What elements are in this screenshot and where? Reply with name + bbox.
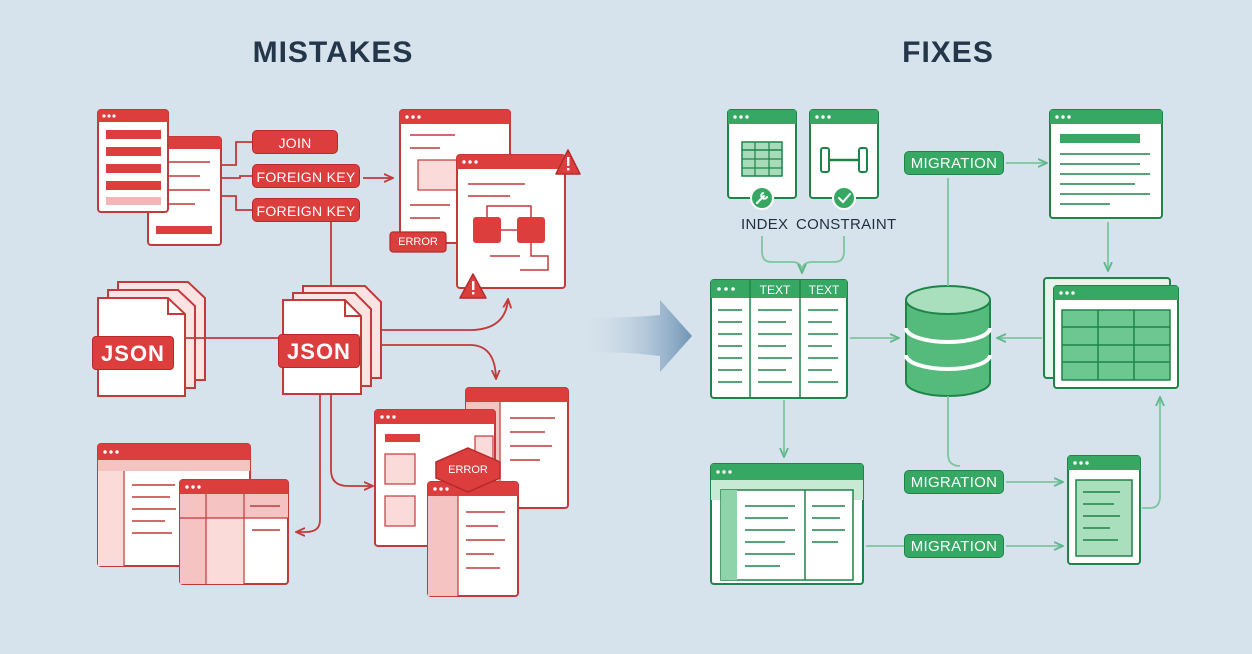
mistake-json-connectors — [185, 300, 508, 532]
barbell-icon — [820, 147, 868, 173]
warning-icon — [555, 149, 581, 175]
check-icon — [832, 186, 856, 210]
join-tag: JOIN — [252, 130, 338, 154]
fixes-title: FIXES — [902, 36, 994, 69]
database-icon — [904, 285, 992, 397]
migration-tag: MIGRATION — [904, 534, 1004, 558]
error-label: ERROR — [398, 236, 438, 248]
mistake-table-stack-bottomleft — [97, 443, 289, 585]
wrench-icon — [750, 186, 774, 210]
fix-index-window — [727, 109, 797, 210]
foreign-key-tag: FOREIGN KEY — [252, 198, 360, 222]
mistake-tag-connectors — [221, 141, 392, 290]
mistake-table-stack-topleft — [97, 109, 222, 246]
fix-bottom-table — [710, 463, 864, 585]
json-label: JSON — [92, 336, 174, 370]
error-label: ERROR — [448, 464, 488, 476]
warning-icon — [459, 273, 487, 299]
fix-text-table — [710, 279, 848, 399]
migration-tag: MIGRATION — [904, 470, 1004, 494]
transition-arrow-icon — [580, 300, 692, 372]
grid-icon — [741, 141, 783, 177]
text-column-header: TEXT — [808, 283, 840, 297]
fix-constraint-window — [809, 109, 879, 210]
fix-bottom-small-doc — [1067, 455, 1141, 565]
mistake-error-windows-bottom — [374, 387, 569, 597]
mistakes-title: MISTAKES — [252, 36, 414, 69]
index-label: INDEX — [741, 216, 789, 233]
constraint-label: CONSTRAINT — [796, 216, 897, 233]
json-label: JSON — [278, 334, 360, 368]
fix-converge-connectors — [761, 236, 845, 272]
mistake-error-windows-top — [389, 109, 581, 299]
foreign-key-tag: FOREIGN KEY — [252, 164, 360, 188]
error-badge-icon — [435, 447, 501, 493]
text-column-header: TEXT — [759, 283, 791, 297]
fix-connectors — [784, 163, 1160, 546]
migration-tag: MIGRATION — [904, 151, 1004, 175]
fix-grid-table-right — [1043, 277, 1179, 389]
fix-migrated-doc-top — [1049, 109, 1163, 219]
